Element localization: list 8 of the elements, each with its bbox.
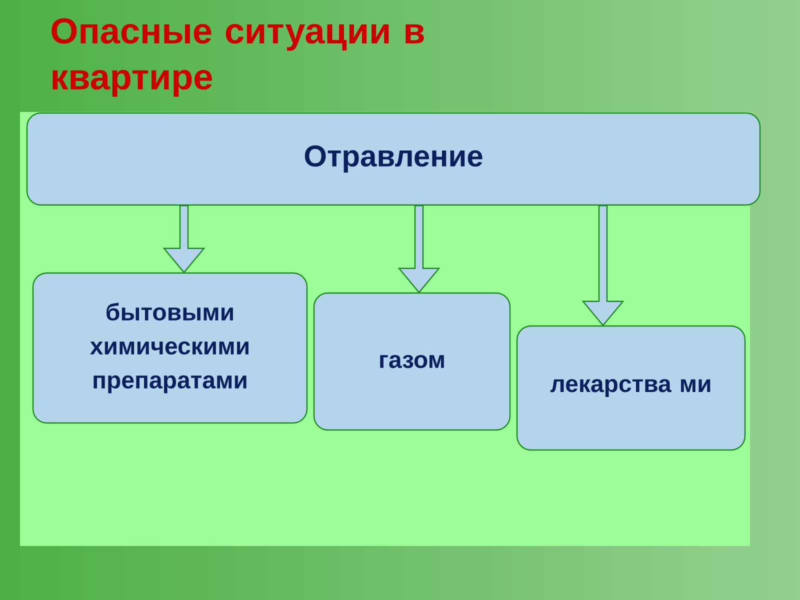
block-arrow [582, 205, 624, 326]
category-box: газом [313, 292, 511, 431]
category-box: лекарства ми [516, 325, 746, 451]
block-arrow [398, 205, 440, 294]
block-arrow [162, 205, 206, 274]
category-box: бытовыми химическими препаратами [32, 272, 308, 424]
heading-box: Отравление [26, 112, 761, 206]
title: Опасные ситуации в квартире [52, 18, 424, 97]
